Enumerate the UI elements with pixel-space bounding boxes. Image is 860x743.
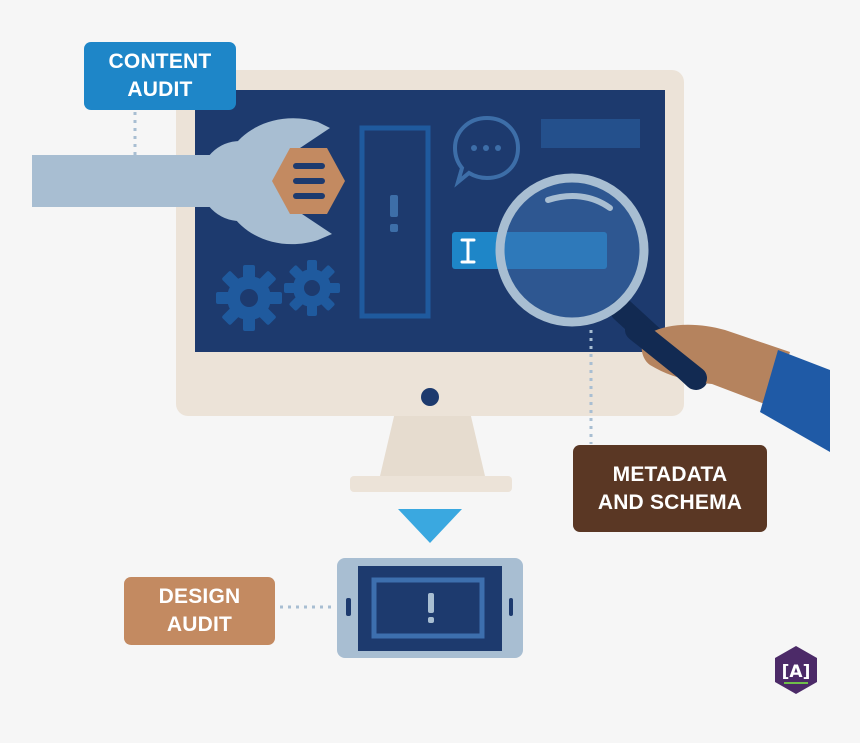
metadata-schema-label-line1: METADATA (613, 461, 728, 489)
metadata-schema-label: METADATA AND SCHEMA (573, 445, 767, 532)
content-audit-label-line1: CONTENT (109, 48, 212, 76)
content-audit-label-line2: AUDIT (127, 76, 192, 104)
brand-logo: [A] (775, 646, 817, 694)
screen-header-bar (541, 119, 640, 148)
monitor-stand (350, 412, 512, 492)
design-audit-label-line2: AUDIT (167, 611, 232, 639)
metadata-schema-label-line2: AND SCHEMA (598, 489, 742, 517)
content-audit-label: CONTENT AUDIT (84, 42, 236, 110)
design-audit-label-line1: DESIGN (159, 583, 241, 611)
svg-text:[A]: [A] (782, 662, 811, 682)
warning-icon (390, 195, 398, 217)
design-audit-label: DESIGN AUDIT (124, 577, 275, 645)
down-arrow-icon (398, 509, 462, 543)
smartphone-icon (337, 558, 523, 658)
monitor-power-button (421, 388, 439, 406)
